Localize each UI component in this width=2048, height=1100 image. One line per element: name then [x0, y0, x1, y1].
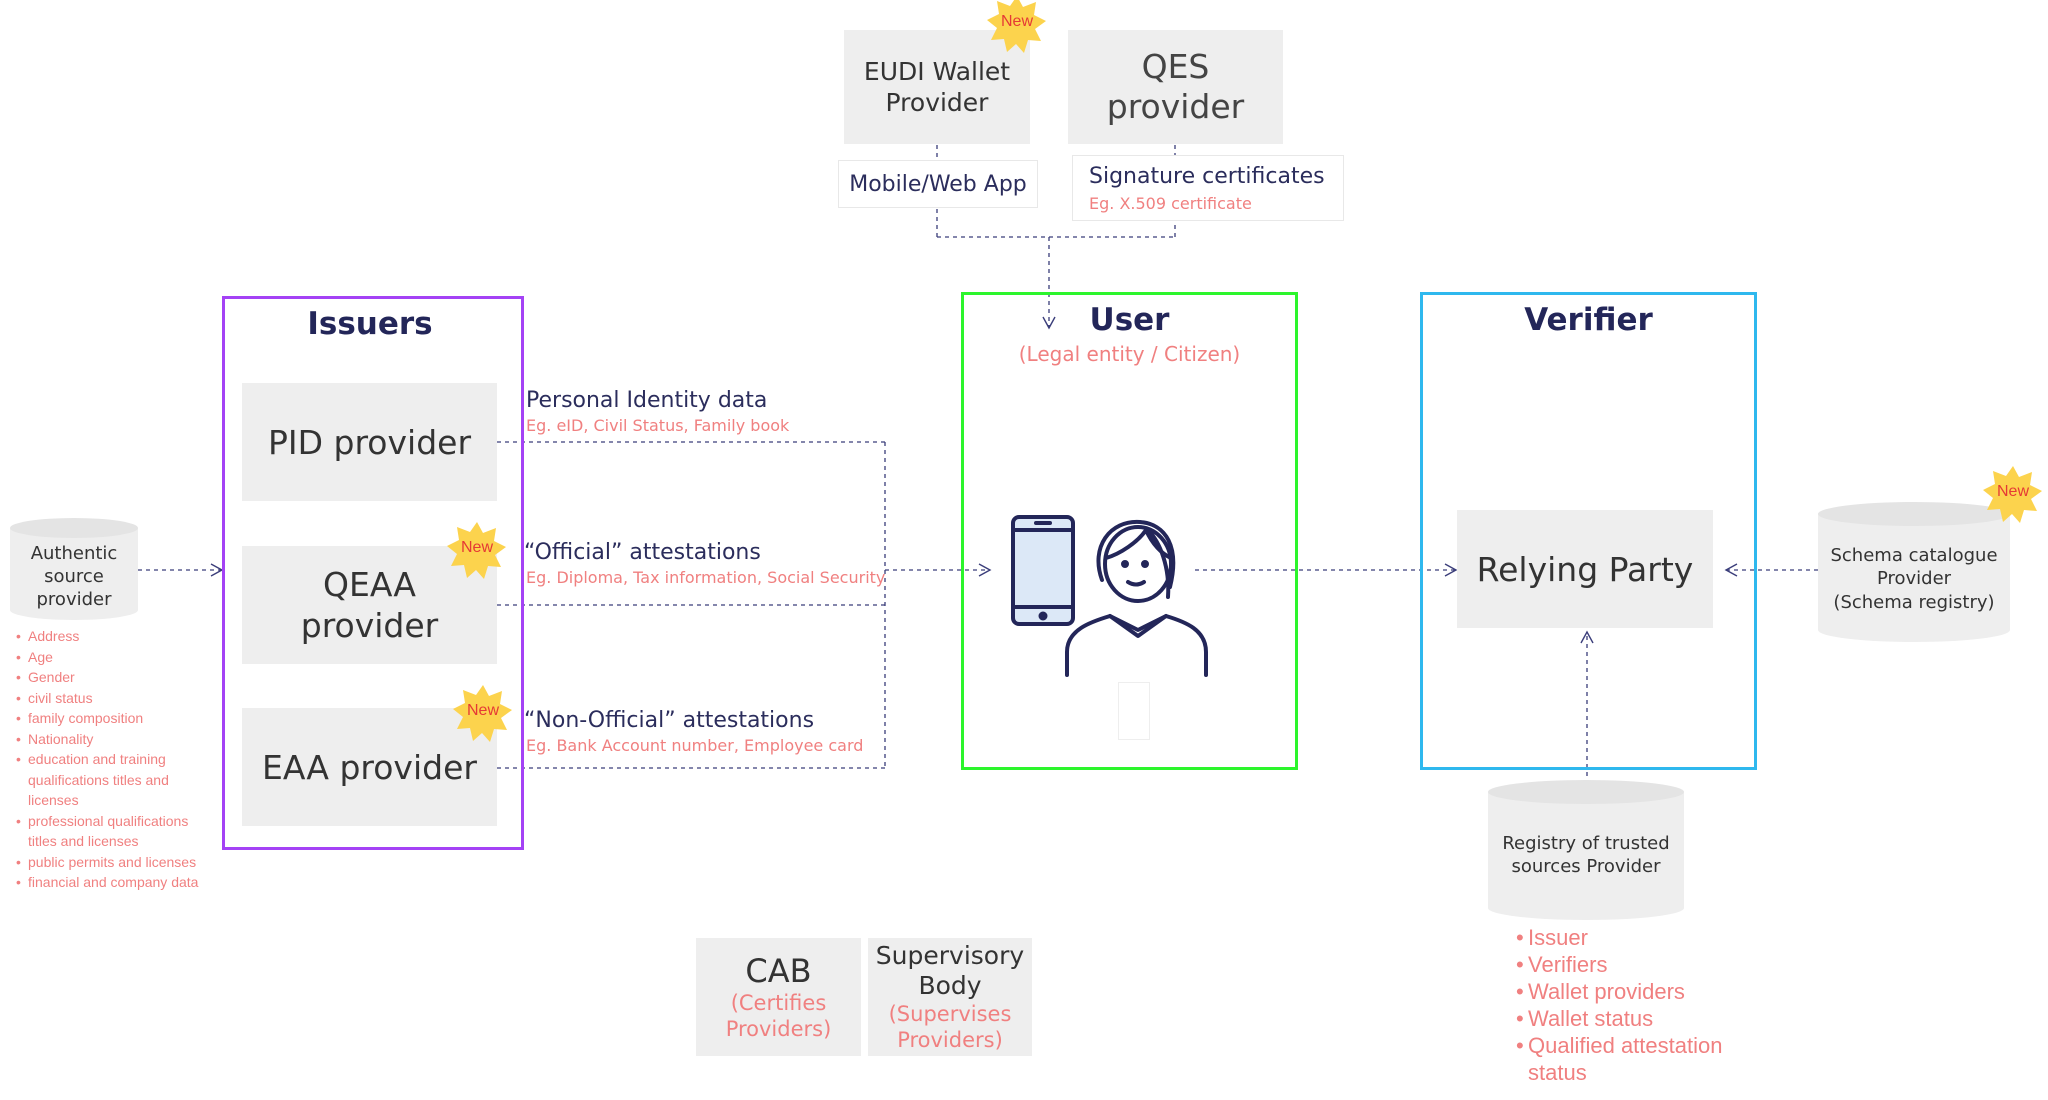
pid-provider-box: PID provider [242, 383, 497, 501]
qeaa-provider-box: QEAA provider [242, 546, 497, 664]
official-flow-example: Eg. Diploma, Tax information, Social Sec… [526, 568, 886, 587]
user-title: User [1089, 302, 1170, 338]
list-item: Nationality [16, 729, 216, 750]
qes-provider-label: QES provider [1106, 47, 1245, 126]
list-item: financial and company data [16, 872, 216, 893]
star-burst-icon [1983, 466, 2042, 523]
signature-certificates-label: Signature certificates [1089, 164, 1325, 189]
new-badge-qeaa: New [446, 520, 508, 582]
authentic-source-label: Authentic source provider [30, 543, 118, 610]
cab-box: CAB (Certifies Providers) [696, 938, 861, 1056]
new-badge-label: New [1000, 13, 1033, 30]
new-badge-eaa: New [452, 683, 514, 745]
signature-certificates-box: Signature certificates Eg. X.509 certifi… [1072, 155, 1344, 221]
new-badge-schema: New [1982, 464, 2044, 526]
list-item: Wallet providers [1516, 978, 1766, 1005]
list-item: Verifiers [1516, 951, 1766, 978]
list-item: family composition [16, 708, 216, 729]
list-item: civil status [16, 688, 216, 709]
registry-list: Issuer Verifiers Wallet providers Wallet… [1516, 924, 1766, 1086]
mobile-web-app-box: Mobile/Web App [838, 160, 1038, 208]
new-badge-eudi: New [986, 0, 1048, 56]
new-badge-label: New [460, 539, 493, 556]
star-burst-icon [987, 0, 1046, 53]
eaa-provider-box: EAA provider [242, 708, 497, 826]
user-placeholder-frame [1118, 682, 1150, 740]
list-item: Gender [16, 667, 216, 688]
verifier-title: Verifier [1524, 302, 1653, 338]
supervisory-sub: (Supervises Providers) [888, 1002, 1012, 1052]
user-phone-person-icon [1011, 515, 1208, 677]
verifier-container [1420, 292, 1757, 770]
qeaa-provider-label: QEAA provider [300, 565, 439, 645]
schema-catalogue-cylinder: Schema catalogue Provider (Schema regist… [1818, 502, 2010, 642]
signature-example: Eg. X.509 certificate [1089, 194, 1252, 213]
eaa-provider-label: EAA provider [262, 747, 477, 787]
cab-title: CAB [745, 952, 812, 990]
cab-sub: (Certifies Providers) [725, 991, 832, 1041]
new-badge-label: New [466, 702, 499, 719]
user-container [961, 292, 1298, 770]
official-flow-title: “Official” attestations [524, 540, 761, 565]
eudi-wallet-provider-label: EUDI Wallet Provider [863, 57, 1011, 117]
list-item: professional qualifications titles and l… [16, 811, 216, 852]
mobile-web-app-label: Mobile/Web App [849, 171, 1027, 197]
pid-flow-example: Eg. eID, Civil Status, Family book [526, 416, 790, 435]
relying-party-label: Relying Party [1476, 549, 1694, 589]
user-subtitle: (Legal entity / Citizen) [1018, 342, 1241, 366]
star-burst-icon [447, 522, 506, 579]
pid-provider-label: PID provider [267, 422, 472, 462]
new-badge-label: New [1996, 483, 2029, 500]
registry-cylinder: Registry of trusted sources Provider [1488, 780, 1684, 920]
list-item: Wallet status [1516, 1005, 1766, 1032]
eudi-wallet-provider-box: EUDI Wallet Provider [844, 30, 1030, 144]
list-item: Qualified attestation status [1516, 1032, 1766, 1086]
qes-provider-box: QES provider [1068, 30, 1283, 144]
list-item: Issuer [1516, 924, 1766, 951]
supervisory-body-box: Supervisory Body (Supervises Providers) [868, 938, 1032, 1056]
nonofficial-flow-example: Eg. Bank Account number, Employee card [526, 736, 864, 755]
relying-party-box: Relying Party [1457, 510, 1713, 628]
schema-catalogue-label: Schema catalogue Provider [1830, 545, 1998, 589]
list-item: Age [16, 647, 216, 668]
list-item: public permits and licenses [16, 852, 216, 873]
nonofficial-flow-title: “Non-Official” attestations [524, 708, 815, 733]
list-item: education and training qualifications ti… [16, 749, 216, 811]
pid-flow-title: Personal Identity data [526, 388, 768, 413]
supervisory-title: Supervisory Body [875, 941, 1025, 1000]
authentic-source-list: Address Age Gender civil status family c… [16, 626, 216, 893]
issuers-title: Issuers [307, 306, 433, 342]
star-burst-icon [453, 685, 512, 742]
list-item: Address [16, 626, 216, 647]
issuers-container [222, 296, 524, 850]
authentic-source-cylinder: Authentic source provider [10, 518, 138, 620]
registry-label: Registry of trusted sources Provider [1502, 833, 1670, 877]
schema-catalogue-sub: (Schema registry) [1833, 592, 1995, 613]
